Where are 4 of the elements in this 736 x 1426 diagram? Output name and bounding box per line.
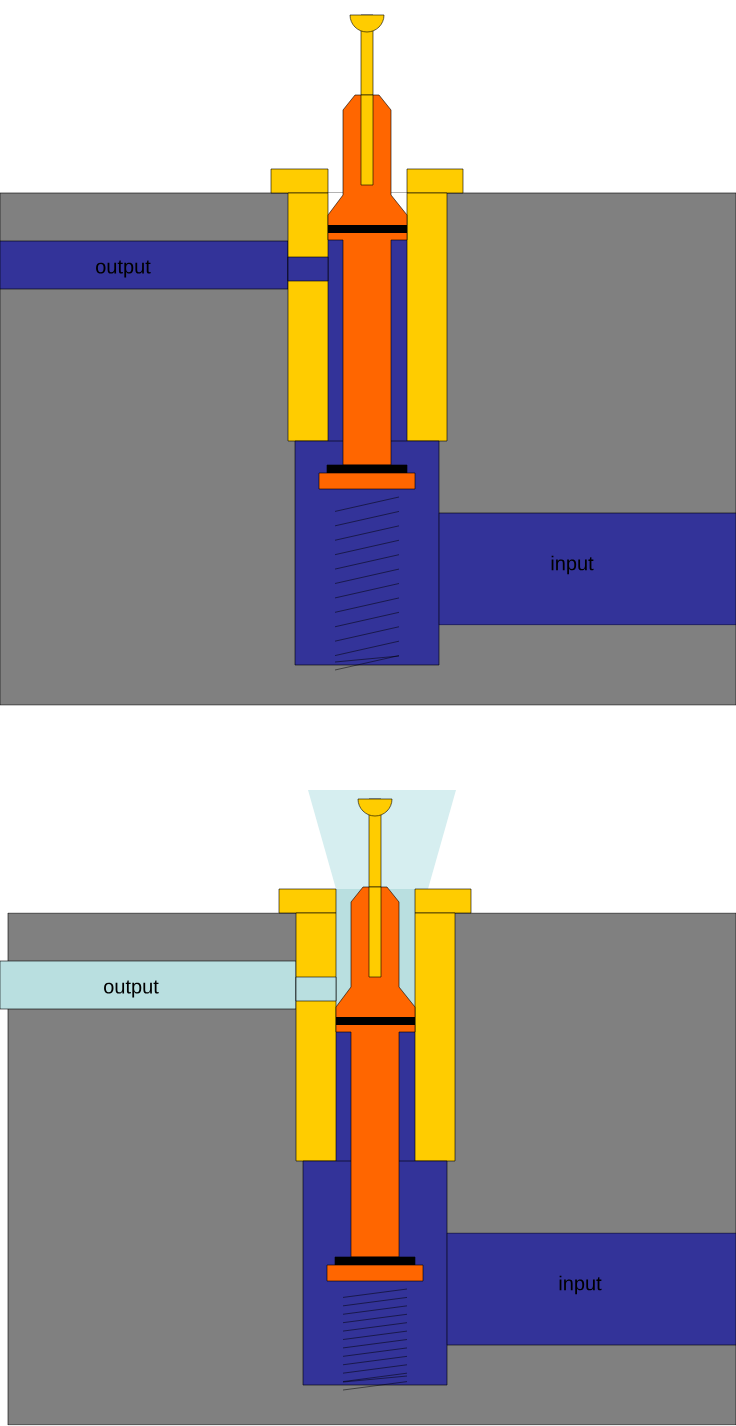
- channel-label: input: [559, 1275, 602, 1295]
- channel-label: input: [551, 555, 594, 575]
- channel-label: output: [104, 980, 159, 998]
- channel-label: output: [96, 260, 151, 278]
